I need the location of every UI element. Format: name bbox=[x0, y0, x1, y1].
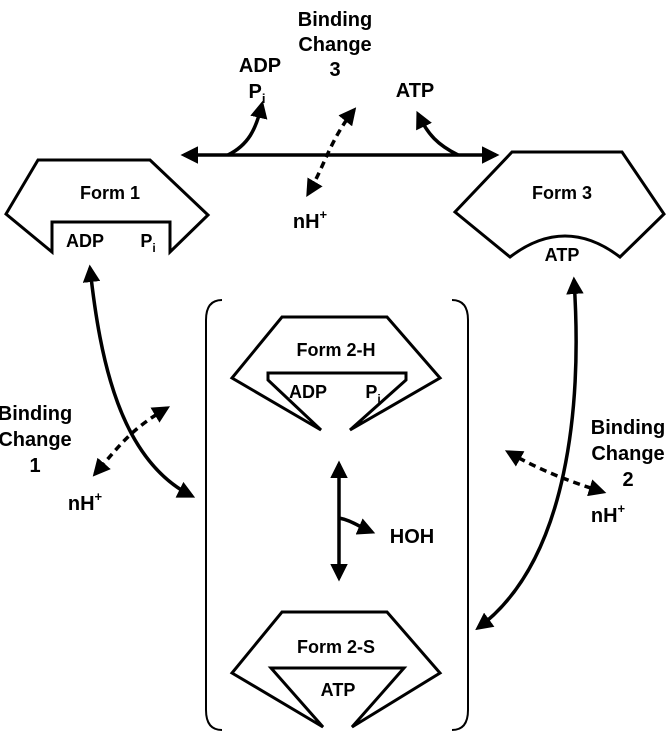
adp-pi-release-arrow bbox=[227, 100, 268, 157]
binding-change-3-label: Binding Change 3 bbox=[298, 9, 372, 81]
form2h-title: Form 2-H bbox=[296, 340, 375, 360]
binding-change-1-line2: Change bbox=[0, 429, 72, 451]
released-adp-label: ADP bbox=[239, 55, 281, 77]
form2s-enzyme: Form 2-S ATP bbox=[229, 610, 443, 729]
proton-label-2: nH+ bbox=[591, 501, 626, 527]
form1-adp-label: ADP bbox=[66, 231, 104, 251]
proton-flow-arrow-2 bbox=[504, 450, 607, 497]
binding-change-3-line2: Change bbox=[298, 34, 371, 56]
form3-form2-double-arrow bbox=[475, 276, 584, 631]
form1-enzyme: Form 1 ADP Pi bbox=[4, 158, 211, 256]
atp-release-arrow bbox=[416, 110, 459, 157]
proton-label-3: nH+ bbox=[293, 207, 328, 233]
form3-enzyme: Form 3 ATP bbox=[452, 150, 666, 265]
form3-title: Form 3 bbox=[532, 183, 592, 203]
form1-pi-label: Pi bbox=[140, 231, 155, 255]
proton-label-1: nH+ bbox=[68, 489, 103, 515]
released-pi-label: Pi bbox=[249, 81, 266, 106]
right-bracket bbox=[451, 299, 469, 731]
form2s-title: Form 2-S bbox=[297, 637, 375, 657]
binding-change-2-label: Binding Change 2 bbox=[591, 417, 665, 491]
water-release-arrow bbox=[338, 516, 376, 535]
form2h-pi-label: Pi bbox=[365, 382, 380, 406]
released-atp-label: ATP bbox=[396, 80, 435, 102]
binding-change-3-line1: Binding bbox=[298, 9, 372, 31]
binding-change-1-label: Binding Change 1 bbox=[0, 403, 72, 477]
form2s-atp-label: ATP bbox=[321, 680, 356, 700]
form2h-enzyme: Form 2-H ADP Pi bbox=[229, 315, 443, 432]
form2h-adp-label: ADP bbox=[289, 382, 327, 402]
proton-flow-arrow-3 bbox=[306, 107, 357, 198]
form1-form2-double-arrow bbox=[82, 264, 196, 498]
binding-change-2-line1: Binding bbox=[591, 417, 665, 439]
form3-atp-label: ATP bbox=[545, 245, 580, 265]
adp-pi-release-label: ADP Pi bbox=[239, 55, 281, 106]
binding-change-1-line1: Binding bbox=[0, 403, 72, 425]
left-bracket bbox=[205, 299, 223, 731]
proton-flow-arrow-1 bbox=[92, 406, 171, 477]
binding-change-2-line3: 2 bbox=[622, 469, 633, 491]
binding-change-3-line3: 3 bbox=[329, 59, 340, 81]
binding-change-1-line3: 1 bbox=[29, 455, 40, 477]
form1-title: Form 1 bbox=[80, 183, 140, 203]
hoh-label: HOH bbox=[390, 526, 434, 548]
binding-change-2-line2: Change bbox=[591, 443, 664, 465]
